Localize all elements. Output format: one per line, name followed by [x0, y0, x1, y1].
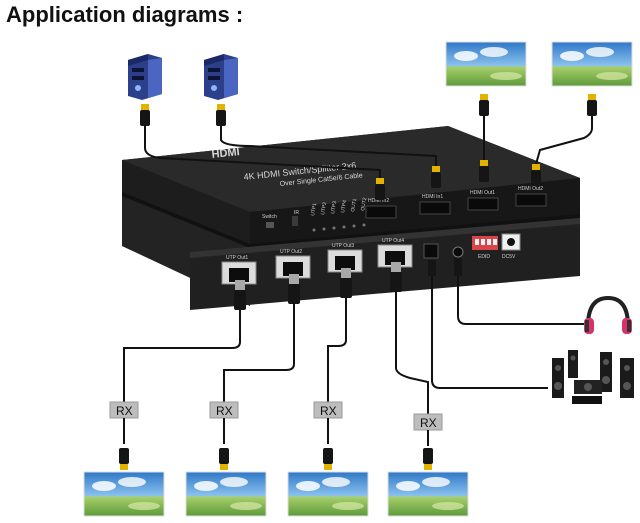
utp-out4-port[interactable]: UTP Out4: [377, 238, 413, 268]
hdmi-out1-port[interactable]: HDMI Out1: [467, 190, 499, 211]
hdmi-plug-icon: [479, 94, 489, 116]
utp-out4-label: UTP Out4: [382, 238, 404, 244]
display-rx4: [387, 471, 469, 517]
display-rx2: [185, 471, 267, 517]
led-label-utp3: UTP3: [330, 201, 338, 215]
utp-out1-label: UTP Out1: [226, 255, 248, 261]
switch-label: Switch: [262, 214, 277, 220]
hdmi-out1-label: HDMI Out1: [470, 190, 495, 196]
switch-button[interactable]: [266, 222, 274, 228]
source-pc-2: [204, 54, 238, 126]
power-label: DC5V: [502, 254, 516, 260]
display-rx1: [83, 471, 165, 517]
power-port[interactable]: DC5V: [501, 233, 521, 260]
receiver-label: RX: [320, 404, 337, 418]
headphones-icon: [584, 295, 632, 334]
hdmi-plug-icon: [219, 448, 229, 470]
hdmi-plug-icon: [140, 104, 150, 126]
receiver-3: RX: [313, 401, 343, 419]
tower-pc-icon: [204, 54, 238, 100]
hdmi-in1-label: HDMI In1: [422, 194, 443, 200]
hdmi-plug-icon: [375, 178, 385, 200]
tower-pc-icon: [128, 54, 162, 100]
led-label-utp1: UTP1: [310, 203, 318, 217]
utp-out2-port[interactable]: UTP Out2: [275, 249, 311, 279]
hdmi-out2-label: HDMI Out2: [518, 186, 543, 192]
utp-out1-port[interactable]: UTP Out1: [221, 255, 257, 285]
display-rx3: [287, 471, 369, 517]
hdmi-plug-icon: [423, 448, 433, 470]
hdmi-out2-port[interactable]: HDMI Out2: [515, 186, 547, 207]
hdmi-in1-port[interactable]: HDMI In1: [419, 194, 451, 215]
receiver-label: RX: [420, 416, 437, 430]
hdmi-plug-icon: [587, 94, 597, 116]
utp-cables: [123, 292, 429, 414]
source-pc-1: [128, 54, 162, 126]
ir-label: IR: [294, 210, 299, 216]
receiver-label: RX: [216, 404, 233, 418]
page-title: Application diagrams :: [6, 2, 244, 27]
hdmi-plug-icon: [216, 104, 226, 126]
edid-label: EDID: [478, 254, 490, 260]
receiver-2: RX: [209, 401, 239, 419]
edid-dip-switch[interactable]: EDID: [472, 236, 498, 260]
hdmi-plug-icon: [119, 448, 129, 470]
utp-out3-label: UTP Out3: [332, 243, 354, 249]
utp-out3-port[interactable]: UTP Out3: [327, 243, 363, 273]
hdmi-input-cables: [144, 126, 437, 178]
hdmi-rx-cables: [123, 418, 429, 446]
surround-speaker-icon: [552, 350, 634, 404]
rj45-plug-icon: [340, 268, 352, 298]
led-label-out2: OUT2: [360, 197, 368, 211]
hdmi-in2-label: HDMI In2: [368, 198, 389, 204]
hdmi-output-cables: [483, 116, 593, 165]
utp-out2-label: UTP Out2: [280, 249, 302, 255]
rj45-plug-icon: [390, 262, 402, 292]
display-hdmi-out1: [445, 41, 527, 87]
receiver-label: RX: [116, 404, 133, 418]
led-indicators: UTP1 UTP2 UTP3 UTP4 OUT1 OUT2: [310, 197, 368, 232]
audio-out-jack[interactable]: [452, 246, 464, 258]
audio-cables: [431, 262, 588, 389]
receiver-4: RX: [413, 413, 443, 431]
spdif-port[interactable]: [423, 243, 439, 259]
led-label-utp2: UTP2: [320, 202, 328, 216]
hdmi-plug-icon: [479, 160, 489, 182]
led-label-utp4: UTP4: [340, 200, 348, 214]
led-label-out1: OUT1: [350, 198, 358, 212]
hdmi-plug-icon: [323, 448, 333, 470]
hdmi-plug-icon: [531, 164, 541, 186]
ir-sensor: [292, 216, 298, 226]
device-brand-logo: HDMI: [211, 146, 240, 161]
receiver-1: RX: [109, 401, 139, 419]
hdmi-in2-port[interactable]: HDMI In2: [365, 198, 397, 219]
rj45-plug-icon: [234, 280, 246, 310]
display-hdmi-out2: [551, 41, 633, 87]
rj45-plug-icon: [288, 274, 300, 304]
hdmi-plug-icon: [431, 166, 441, 188]
spdif-plug-icon: [428, 260, 436, 276]
audio-plug-icon: [454, 258, 462, 276]
